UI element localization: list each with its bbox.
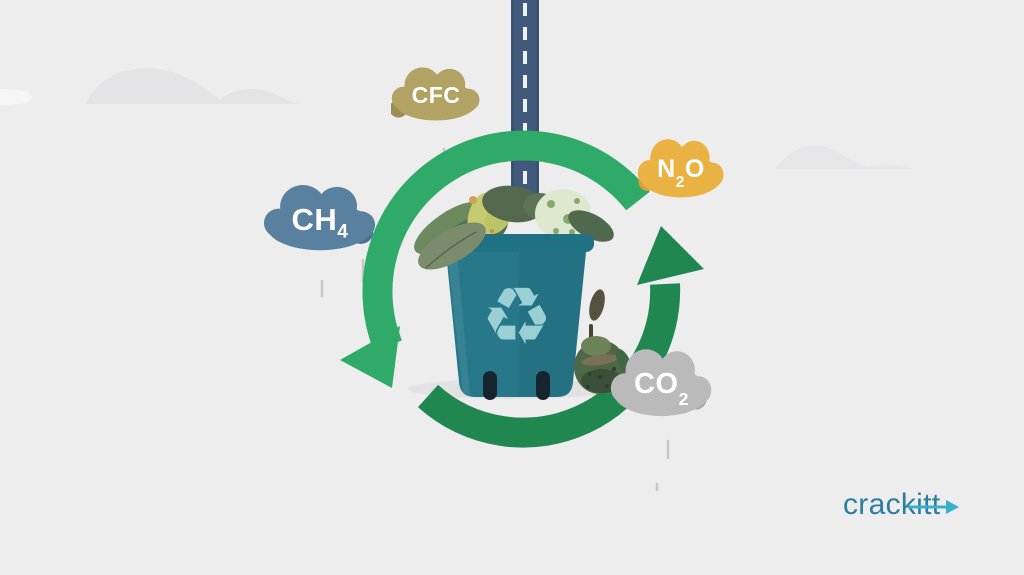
arrow-up-icon xyxy=(637,226,704,285)
drooping-leaf xyxy=(418,222,486,270)
cycle-arc-light xyxy=(340,130,650,388)
cloud-icon xyxy=(610,349,712,417)
background-cloud-right xyxy=(776,145,912,169)
background-cloud-left xyxy=(86,68,302,104)
brand-logo: crackitt xyxy=(843,488,979,528)
bin-wheel-left xyxy=(483,371,497,400)
recycle-icon: ♻ xyxy=(481,270,553,363)
cloud-icon xyxy=(391,67,480,121)
bin-body xyxy=(446,252,586,397)
cycle-arc-dark xyxy=(417,226,704,448)
arrow-down-icon xyxy=(340,326,400,388)
road xyxy=(511,0,539,209)
gas-label-cfc: CFC xyxy=(411,82,461,108)
logo-arrow-icon xyxy=(907,500,959,514)
gas-cloud-cfc: CFC xyxy=(391,60,481,122)
brand-logo-text: crackitt xyxy=(843,488,941,521)
background-wisp xyxy=(0,89,32,105)
cloud-icon xyxy=(263,185,376,251)
cloud-icon xyxy=(637,139,724,198)
bin-wheel-right xyxy=(536,371,550,400)
